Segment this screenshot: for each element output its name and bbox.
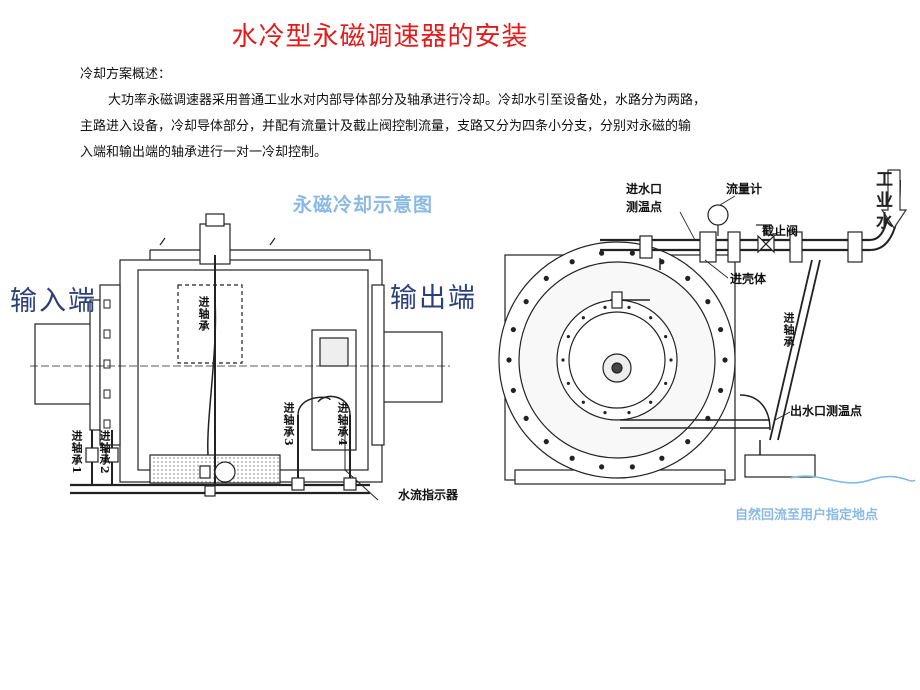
bolt [722,357,728,363]
intro-line-1: 大功率永磁调速器采用普通工业水对内部导体部分及轴承进行冷却。冷却水引至设备处，水… [108,93,707,108]
bearing-label-main: 进轴承 [197,296,210,332]
bolt [510,387,516,394]
bolt [599,464,605,470]
bolt [649,316,653,320]
left-machine-drawing [30,213,450,501]
bolt [705,299,711,305]
inlet-temp-label: 测温点 [626,200,663,214]
inlet-label: 进水口 [626,182,663,196]
flow-indicator-label: 水流指示器 [398,488,459,502]
bolt [664,334,668,339]
bolt [627,411,631,415]
bolt [581,316,585,320]
bearing-label-4: 进轴承4 [336,402,349,447]
intro-heading: 冷却方案概述： [80,67,172,82]
industrial-water-arrow [880,169,908,230]
output-shaft [381,331,443,403]
page-title: 水冷型永磁调速器的安装 [231,22,529,52]
return-flow-line [789,475,916,484]
bolt [566,334,570,339]
into-shell-label: 进壳体 [730,272,767,286]
bolt [569,259,575,265]
intro-line-3: 入端和输出端的轴承进行一对一冷却控制。 [80,145,328,160]
bolt [561,358,565,362]
bolt [629,464,635,470]
bolt [566,381,570,386]
input-shaft [34,323,96,405]
output-end-label: 输出端 [390,283,477,314]
return-note: 自然回流至用户指定地点 [735,508,879,523]
bolt [669,358,673,362]
bolt [543,275,549,281]
bearing-label-3: 进轴承3 [282,402,295,447]
bolt [685,275,691,281]
bolt [629,250,635,256]
bolt [659,455,665,461]
bolt [685,439,691,445]
bolt [599,250,605,256]
housing [119,259,383,483]
bolt [523,299,529,305]
bolt [506,357,512,363]
intro-line-2: 主路进入设备，冷却导体部分，并配有流量计及截止阀控制流量，支路又分为四条小分支，… [80,119,692,134]
into-bearing-label: 进轴承 [782,312,795,348]
bolt [718,387,724,394]
input-end-label: 输入端 [10,286,97,317]
bolt [510,326,516,333]
right-machine-drawing [498,179,901,485]
industrial-water-label: 工业水 [872,170,892,233]
stop-valve-label: 截止阀 [762,224,799,238]
bolt [649,400,653,404]
bolt [581,400,585,404]
bolt [543,439,549,445]
bolt [718,326,724,333]
bolt [603,305,607,309]
bolt [569,455,575,461]
bolt [523,415,529,421]
outlet-temp-label: 出水口测温点 [790,404,863,418]
diagram-title: 永磁冷却示意图 [293,194,434,216]
bearing-label-2: 进轴承2 [98,430,111,475]
bolt [664,381,668,386]
flow-meter-label: 流量计 [726,182,763,196]
bolt [603,411,607,415]
bearing-label-1: 进轴承1 [70,430,83,475]
bolt [627,305,631,309]
